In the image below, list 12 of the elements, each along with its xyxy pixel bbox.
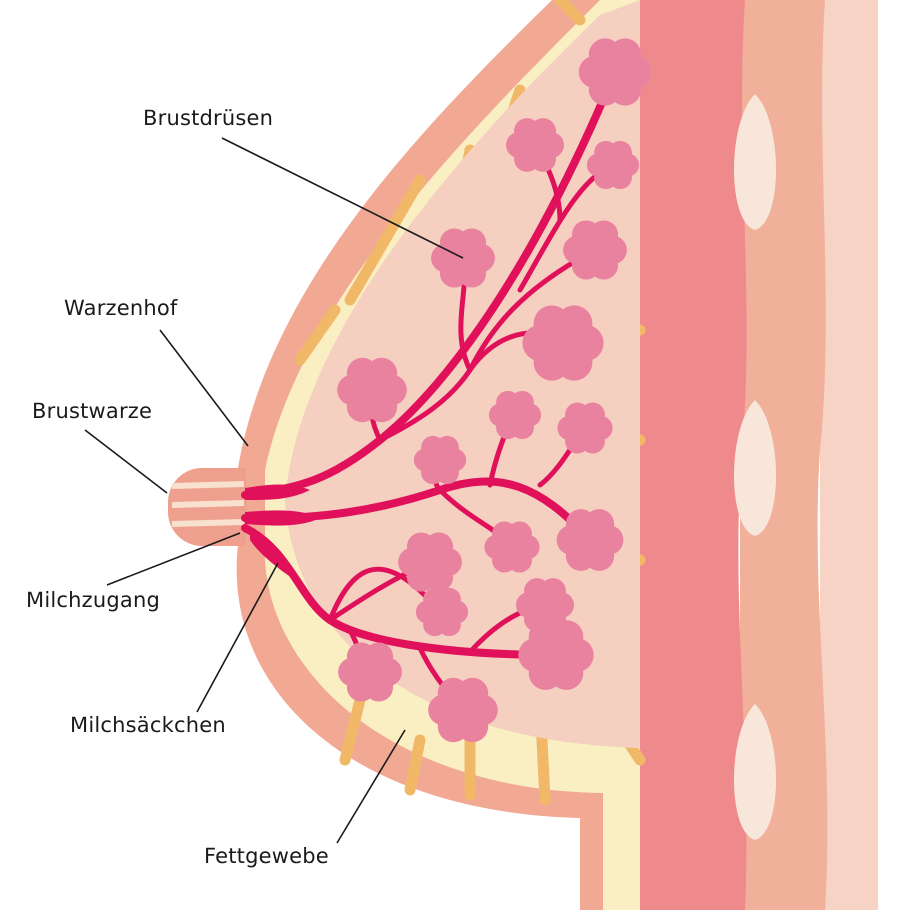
leader-line: [106, 532, 240, 586]
leader-line: [84, 429, 168, 494]
leader-line: [222, 137, 464, 259]
part-label: Brustwarze: [32, 399, 152, 424]
part-label: Milchsäckchen: [70, 713, 226, 738]
part-label: Fettgewebe: [204, 844, 329, 870]
leader-line: [336, 730, 406, 844]
part-label: Brustdrüsen: [143, 106, 274, 132]
leader-line: [159, 330, 249, 446]
leader-line: [196, 562, 279, 712]
part-label: Warzenhof: [64, 296, 178, 322]
part-label: Milchzugang: [26, 588, 160, 614]
